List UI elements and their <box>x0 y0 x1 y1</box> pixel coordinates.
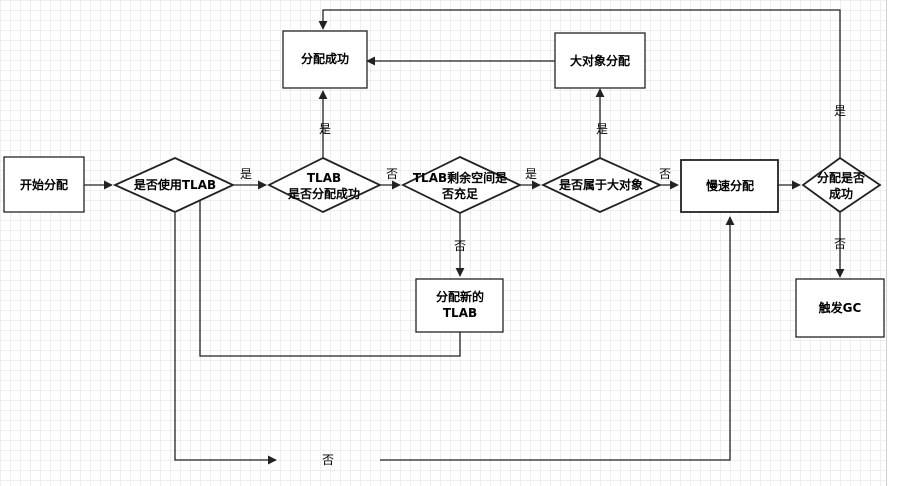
edge-label-use-no: 否 <box>322 453 334 467</box>
edge-label-space-no: 否 <box>454 239 466 253</box>
node-alloc-new-tlab-box <box>415 278 504 333</box>
node-alloc-new-label-2: TLAB <box>443 306 477 320</box>
node-tlab-ok-label-1: TLAB <box>307 171 341 185</box>
node-slow-ok-diamond <box>801 156 882 214</box>
node-tlab-ok-label-2: 是否分配成功 <box>287 186 360 201</box>
node-start-box <box>3 156 85 213</box>
node-use-tlab-label: 是否使用TLAB <box>133 177 216 192</box>
edge-label-slowok-no: 否 <box>834 237 846 251</box>
node-tlab-ok-diamond <box>266 156 383 214</box>
node-alloc-success-label: 分配成功 <box>301 51 349 66</box>
node-large-alloc-box <box>554 32 646 89</box>
edge-use-tlab-no-a <box>174 213 277 465</box>
node-tlab-space-label-1: TLAB剩余空间是 <box>413 170 508 185</box>
edge-label-slowok-yes: 是 <box>834 104 846 118</box>
edge-slow-ok-yes <box>318 9 841 158</box>
node-alloc-success-box <box>282 30 368 89</box>
edge-label-tlabok-yes: 是 <box>319 122 331 136</box>
node-slow-ok-label-1: 分配是否 <box>817 170 865 185</box>
node-tlab-space-diamond <box>400 156 523 214</box>
right-scrollbar-edge <box>886 0 900 486</box>
node-use-tlab-diamond <box>112 157 236 213</box>
edge-label-large-no: 否 <box>659 167 671 181</box>
node-is-large-label: 是否属于大对象 <box>558 177 643 192</box>
edge-label-tlabok-no: 否 <box>386 167 398 181</box>
node-is-large-diamond <box>540 157 663 213</box>
edge-label-space-yes: 是 <box>525 167 537 181</box>
node-slow-alloc-label: 慢速分配 <box>706 178 754 193</box>
edge-use-tlab-no-b <box>380 216 735 461</box>
edges <box>84 9 845 465</box>
node-start-label: 开始分配 <box>20 177 68 192</box>
node-trigger-gc-box <box>795 278 885 338</box>
edge-new-tlab-back <box>195 189 461 357</box>
node-trigger-gc-label: 触发GC <box>819 300 862 315</box>
node-slow-alloc-box <box>680 159 779 213</box>
node-large-alloc-label: 大对象分配 <box>570 53 630 68</box>
node-alloc-new-label-1: 分配新的 <box>436 289 484 304</box>
edge-label-large-yes: 是 <box>596 122 608 136</box>
edge-label-use-yes: 是 <box>240 167 252 181</box>
node-tlab-space-label-2: 否充足 <box>441 186 478 201</box>
node-slow-ok-label-2: 成功 <box>829 186 853 201</box>
